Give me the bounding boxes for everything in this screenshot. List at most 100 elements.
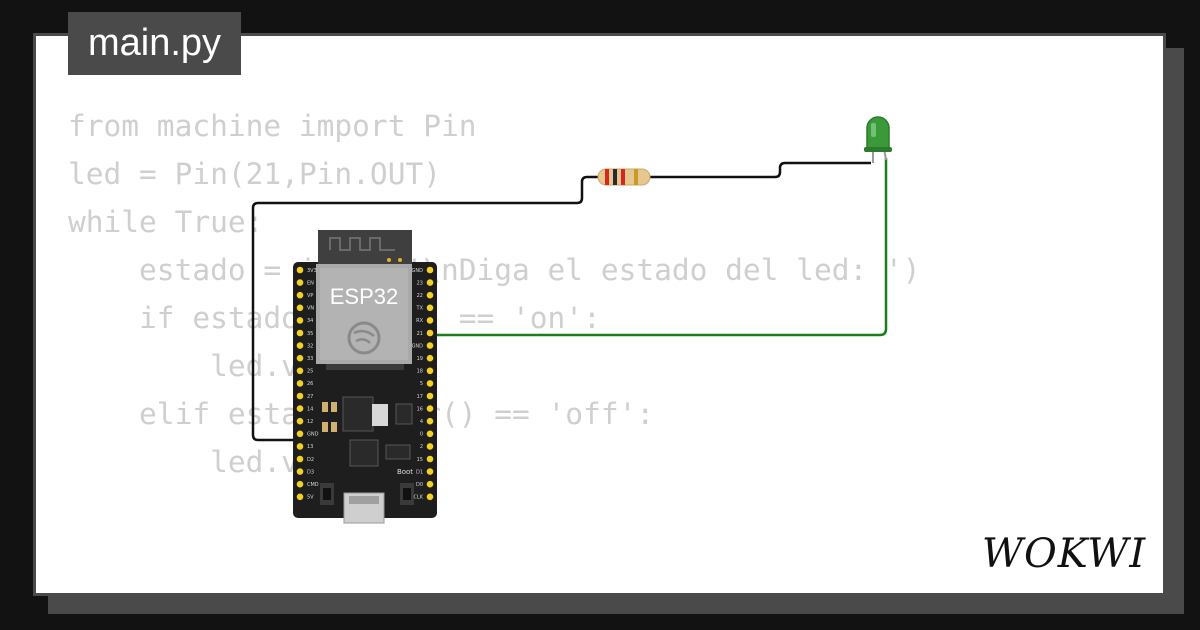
pin-right-d1[interactable] bbox=[426, 468, 434, 475]
pin-right-19[interactable] bbox=[426, 354, 434, 362]
pin-right-5[interactable] bbox=[426, 380, 434, 387]
pin-left-27[interactable] bbox=[296, 392, 304, 400]
pin-label: 25 bbox=[307, 369, 313, 375]
pin-label: 32 bbox=[307, 343, 313, 349]
pin-left-12[interactable] bbox=[296, 417, 304, 425]
pin-right-d0[interactable] bbox=[426, 480, 434, 488]
pin-left-gnd[interactable] bbox=[296, 430, 304, 438]
pin-label: 13 bbox=[307, 444, 313, 450]
pin-label: 12 bbox=[307, 419, 313, 425]
pin-label: RX bbox=[416, 318, 423, 324]
pin-left-35[interactable] bbox=[296, 329, 304, 337]
pin-left-34[interactable] bbox=[296, 317, 304, 324]
resistor[interactable] bbox=[597, 168, 651, 186]
pin-label: D3 bbox=[307, 469, 314, 475]
wokwi-logo: WOKWI bbox=[982, 531, 1146, 577]
pin-right-clk[interactable] bbox=[426, 493, 434, 501]
pin-label: 26 bbox=[307, 381, 313, 387]
code-line: from machine import Pin bbox=[68, 109, 477, 143]
pin-label: VP bbox=[307, 293, 313, 299]
code-line: led = Pin(21,Pin.OUT) bbox=[68, 157, 441, 191]
pin-label: 33 bbox=[307, 356, 313, 362]
wire-resistor-to-led[interactable] bbox=[647, 161, 871, 179]
boot-button[interactable] bbox=[400, 483, 414, 505]
pin-label: CLK bbox=[413, 495, 423, 501]
pin-right-gnd[interactable] bbox=[426, 342, 434, 349]
pin-right-23[interactable] bbox=[426, 279, 434, 286]
pin-right-16[interactable] bbox=[426, 405, 434, 412]
pin-label: 21 bbox=[417, 331, 423, 337]
pin-right-tx[interactable] bbox=[426, 304, 434, 312]
pin-label: D2 bbox=[307, 457, 314, 463]
pin-label: GND bbox=[307, 432, 319, 438]
pin-left-13[interactable] bbox=[296, 443, 304, 450]
pin-label: 4 bbox=[420, 419, 423, 425]
pin-left-cmd[interactable] bbox=[296, 480, 304, 488]
espressif-logo-icon bbox=[347, 321, 381, 355]
pin-right-2[interactable] bbox=[426, 443, 434, 450]
pin-left-32[interactable] bbox=[296, 342, 304, 349]
pin-label: TX bbox=[416, 306, 424, 312]
pin-label: 5 bbox=[420, 381, 423, 387]
pin-label: 19 bbox=[417, 356, 423, 362]
voltage-regulator bbox=[342, 396, 374, 432]
pin-label: 22 bbox=[417, 293, 423, 299]
pin-label: 23 bbox=[417, 280, 423, 286]
pin-label: 18 bbox=[417, 369, 423, 375]
pin-label: 2 bbox=[420, 444, 423, 450]
pin-label: D0 bbox=[416, 482, 423, 488]
pin-left-d3[interactable] bbox=[296, 468, 304, 475]
simulation-canvas: from machine import Pin led = Pin(21,Pin.… bbox=[33, 33, 1166, 596]
pin-label: GND bbox=[412, 268, 424, 274]
pin-right-0[interactable] bbox=[426, 430, 434, 438]
pin-left-d2[interactable] bbox=[296, 455, 304, 463]
wokwi-logo-text: WOKWI bbox=[982, 531, 1146, 577]
wire-gpio21-to-led[interactable] bbox=[430, 158, 888, 337]
pin-left-vn[interactable] bbox=[296, 304, 304, 312]
pin-left-en[interactable] bbox=[296, 279, 304, 286]
pin-left-14[interactable] bbox=[296, 405, 304, 412]
pin-label: 0 bbox=[420, 432, 423, 438]
pin-right-21[interactable] bbox=[426, 329, 434, 337]
pin-right-18[interactable] bbox=[426, 367, 434, 375]
esp32-module-label: ESP32 bbox=[330, 284, 399, 309]
pin-label: 15 bbox=[417, 457, 423, 463]
pin-left-25[interactable] bbox=[296, 367, 304, 375]
boot-label: Boot bbox=[397, 468, 413, 476]
pin-label: D1 bbox=[416, 469, 423, 475]
pin-label: 16 bbox=[417, 406, 423, 412]
pin-right-gnd[interactable] bbox=[426, 266, 434, 274]
pin-label: 5V bbox=[307, 495, 314, 501]
code-line: while True: bbox=[68, 205, 264, 239]
pin-label: 27 bbox=[307, 394, 313, 400]
pin-right-4[interactable] bbox=[426, 417, 434, 425]
pin-right-rx[interactable] bbox=[426, 317, 434, 324]
pin-right-22[interactable] bbox=[426, 291, 434, 299]
pin-right-17[interactable] bbox=[426, 392, 434, 400]
pin-label: 35 bbox=[307, 331, 313, 337]
en-button[interactable] bbox=[320, 483, 334, 505]
pin-left-33[interactable] bbox=[296, 354, 304, 362]
pin-left-vp[interactable] bbox=[296, 291, 304, 299]
led-green[interactable] bbox=[864, 116, 892, 163]
left-pin-header: 3V3ENVPVN343532332526271412GND13D2D3CMD5… bbox=[296, 266, 319, 501]
pin-left-5v[interactable] bbox=[296, 493, 304, 501]
pin-label: 14 bbox=[307, 406, 313, 412]
pin-right-15[interactable] bbox=[426, 455, 434, 463]
pin-label: EN bbox=[307, 280, 314, 286]
micro-usb-port[interactable] bbox=[343, 492, 385, 524]
usb-uart-chip bbox=[349, 439, 379, 467]
pin-label: GND bbox=[412, 343, 424, 349]
pin-left-3v3[interactable] bbox=[296, 266, 304, 274]
wifi-antenna bbox=[318, 230, 412, 264]
pin-label: VN bbox=[307, 306, 314, 312]
wire-gnd-to-resistor[interactable] bbox=[251, 175, 600, 442]
pin-label: CMD bbox=[307, 482, 319, 488]
pin-left-26[interactable] bbox=[296, 380, 304, 387]
pin-label: 17 bbox=[417, 394, 423, 400]
file-tab-main-py[interactable]: main.py bbox=[68, 12, 241, 75]
pin-label: 3V3 bbox=[307, 268, 317, 274]
